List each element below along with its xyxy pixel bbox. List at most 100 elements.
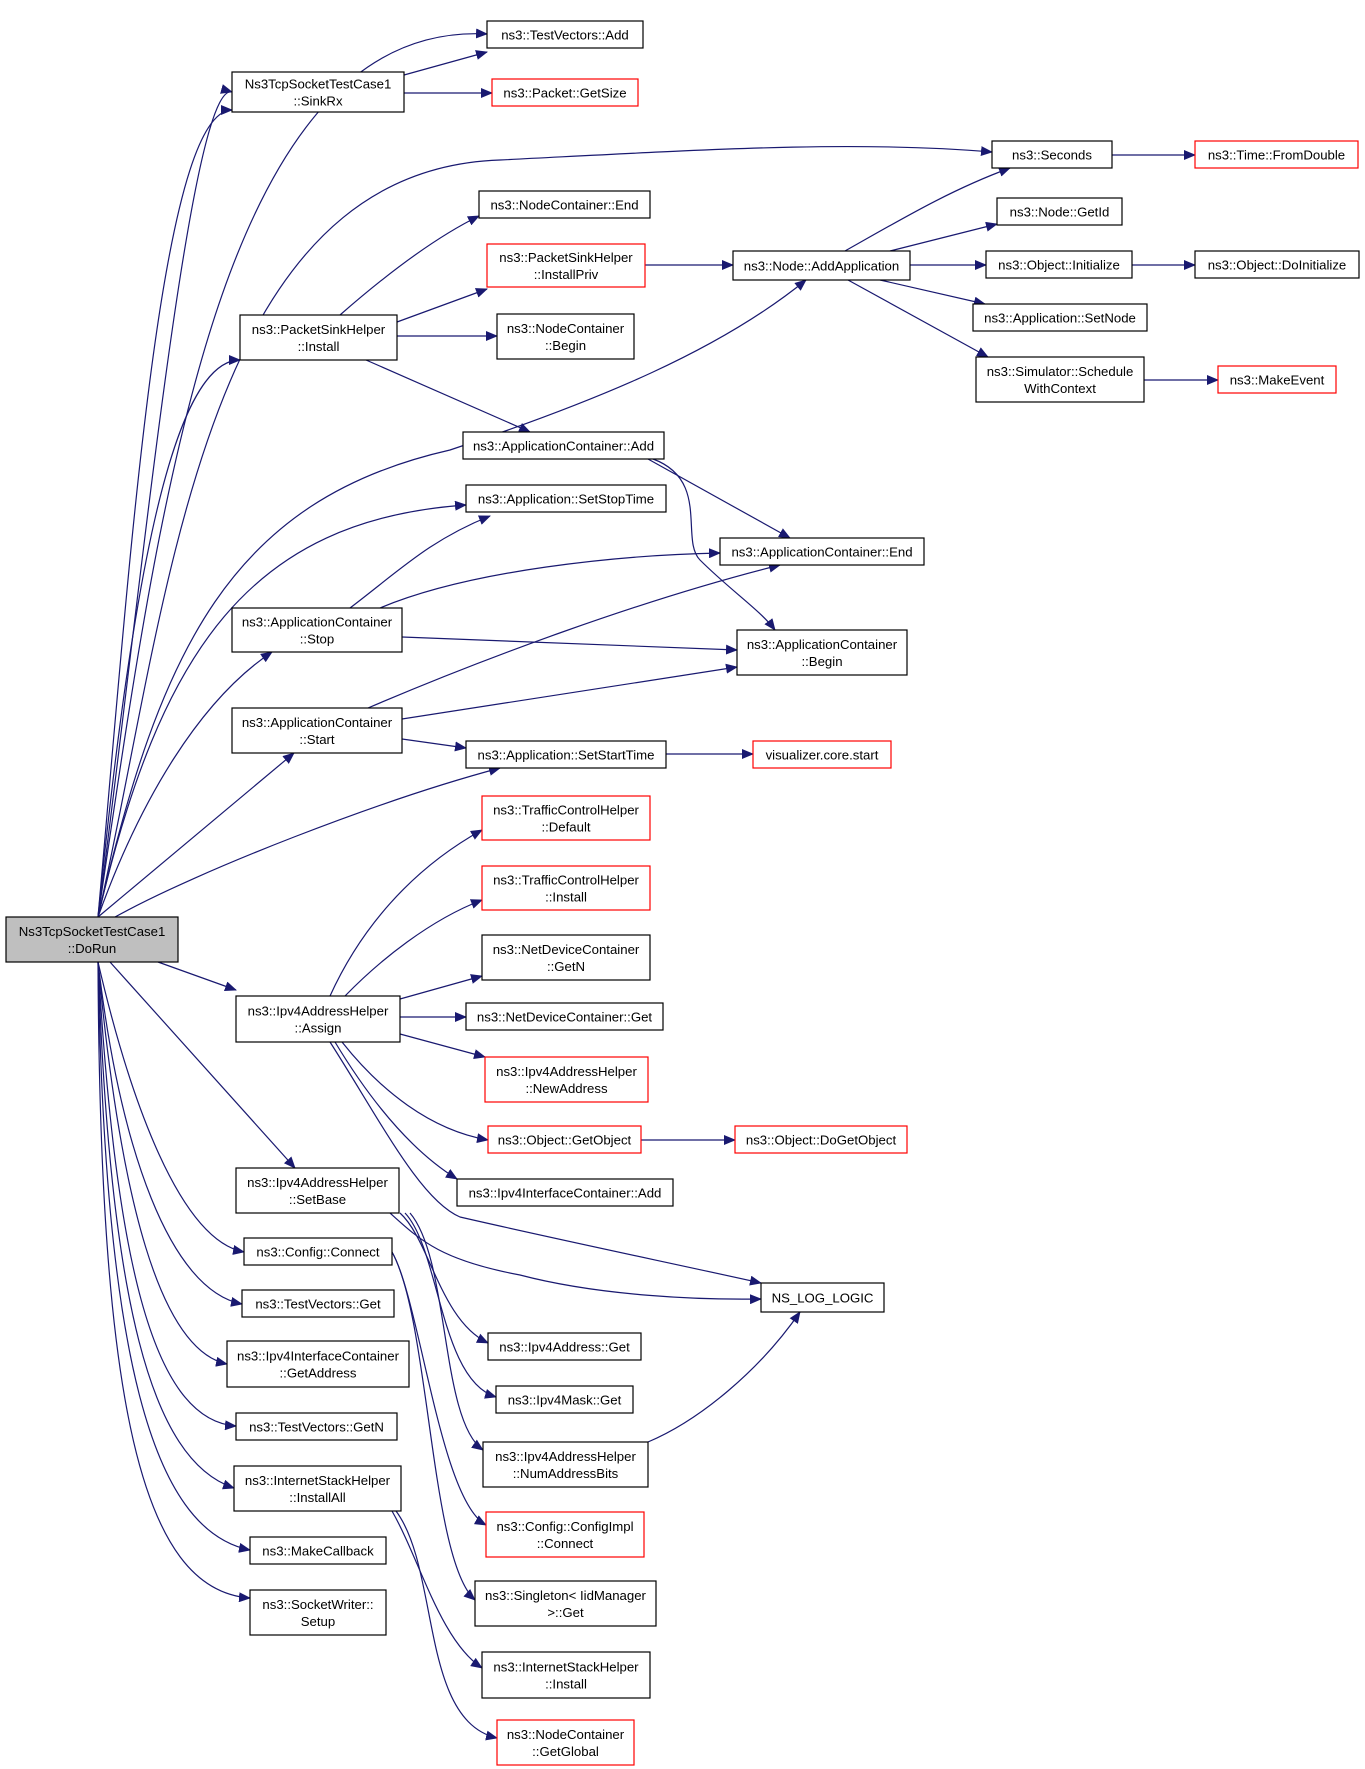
node-config-connect[interactable]: ns3::Config::Connect: [243, 1237, 393, 1266]
node-label: ::Stop: [300, 632, 334, 647]
node-packetsinkhelper-install[interactable]: ns3::PacketSinkHelper::Install: [239, 314, 398, 361]
node-label: ns3::ApplicationContainer: [242, 715, 393, 730]
node-applicationcontainer-start[interactable]: ns3::ApplicationContainer::Start: [231, 707, 403, 754]
node-applicationcontainer-add[interactable]: ns3::ApplicationContainer::Add: [462, 431, 665, 460]
node-netdevicecontainer-getn[interactable]: ns3::NetDeviceContainer::GetN: [481, 934, 651, 981]
edge-from-applicationcontainer-start: [401, 738, 467, 752]
node-box: [249, 1589, 387, 1636]
edge-from-dorun: [97, 961, 251, 1603]
node-object-initialize[interactable]: ns3::Object::Initialize: [985, 250, 1133, 279]
node-label: ns3::Ipv4AddressHelper: [495, 1449, 636, 1464]
node-applicationcontainer-begin[interactable]: ns3::ApplicationContainer::Begin: [736, 629, 908, 676]
node-makeevent[interactable]: ns3::MakeEvent: [1217, 365, 1337, 394]
node-object-getobject[interactable]: ns3::Object::GetObject: [487, 1125, 642, 1154]
node-testvectors-get[interactable]: ns3::TestVectors::Get: [241, 1289, 395, 1318]
node-application-setnode[interactable]: ns3::Application::SetNode: [972, 303, 1148, 332]
edge-from-internetstackhelper-installall: [391, 1510, 483, 1669]
node-label: NS_LOG_LOGIC: [772, 1291, 874, 1306]
node-label: ns3::InternetStackHelper: [493, 1660, 639, 1675]
node-applicationcontainer-end[interactable]: ns3::ApplicationContainer::End: [719, 537, 925, 566]
edge-from-ipv4addresshelper-assign: [399, 1033, 486, 1059]
node-label: ns3::Ipv4AddressHelper: [496, 1064, 637, 1079]
node-ns-log-logic[interactable]: NS_LOG_LOGIC: [760, 1282, 885, 1313]
node-trafficcontrolhelper-default[interactable]: ns3::TrafficControlHelper::Default: [481, 795, 651, 841]
node-label: ns3::TestVectors::Get: [255, 1297, 381, 1312]
edge-from-ipv4addresshelper-setbase: [404, 1212, 497, 1399]
node-box: [243, 1237, 393, 1266]
node-internetstackhelper-install[interactable]: ns3::InternetStackHelper::Install: [481, 1651, 651, 1699]
node-object-doinitialize[interactable]: ns3::Object::DoInitialize: [1194, 250, 1360, 279]
node-ipv4address-get[interactable]: ns3::Ipv4Address::Get: [487, 1332, 642, 1361]
node-testvectors-add[interactable]: ns3::TestVectors::Add: [486, 20, 644, 49]
node-ipv4mask-get[interactable]: ns3::Ipv4Mask::Get: [495, 1385, 634, 1414]
edge-from-ipv4addresshelper-assign: [399, 974, 483, 1000]
node-sinkrx[interactable]: Ns3TcpSocketTestCase1::SinkRx: [231, 71, 405, 113]
node-ipv4interfacecontainer-add[interactable]: ns3::Ipv4InterfaceContainer::Add: [456, 1178, 674, 1207]
node-label: ::Begin: [545, 338, 586, 353]
node-box: [487, 1332, 642, 1361]
node-label: ns3::Ipv4Address::Get: [499, 1340, 630, 1355]
node-box: [734, 1125, 908, 1154]
node-ipv4addresshelper-newaddress[interactable]: ns3::Ipv4AddressHelper::NewAddress: [484, 1056, 649, 1103]
node-singleton-iidmanager-get[interactable]: ns3::Singleton< IidManager>::Get: [474, 1580, 657, 1627]
node-ipv4interfacecontainer-getaddress[interactable]: ns3::Ipv4InterfaceContainer::GetAddress: [226, 1340, 410, 1388]
node-node-getid[interactable]: ns3::Node::GetId: [996, 197, 1123, 226]
node-netdevicecontainer-get[interactable]: ns3::NetDeviceContainer::Get: [465, 1002, 664, 1031]
node-ipv4addresshelper-assign[interactable]: ns3::Ipv4AddressHelper::Assign: [235, 995, 401, 1043]
node-dorun[interactable]: Ns3TcpSocketTestCase1::DoRun: [5, 916, 179, 963]
node-label: ns3::TestVectors::GetN: [249, 1420, 384, 1435]
edge-from-applicationcontainer-stop: [401, 636, 738, 655]
node-packet-getsize[interactable]: ns3::Packet::GetSize: [491, 78, 639, 107]
edge-from-dorun: [97, 961, 228, 1367]
edge-from-dorun: [97, 752, 295, 918]
node-applicationcontainer-stop[interactable]: ns3::ApplicationContainer::Stop: [231, 607, 403, 653]
node-trafficcontrolhelper-install[interactable]: ns3::TrafficControlHelper::Install: [481, 865, 651, 911]
node-label: ns3::Object::DoGetObject: [746, 1133, 897, 1148]
node-label: ns3::TestVectors::Add: [501, 28, 629, 43]
node-label: visualizer.core.start: [766, 748, 879, 763]
node-box: [235, 1167, 400, 1214]
edge-from-dorun: [114, 766, 501, 918]
node-configimpl-connect[interactable]: ns3::Config::ConfigImpl::Connect: [485, 1511, 645, 1558]
node-box: [481, 1651, 651, 1699]
node-nodecontainer-end[interactable]: ns3::NodeContainer::End: [478, 190, 651, 219]
node-visualizer-core-start[interactable]: visualizer.core.start: [752, 740, 892, 769]
node-label: WithContext: [1024, 381, 1096, 396]
node-box: [985, 250, 1133, 279]
node-ipv4addresshelper-setbase[interactable]: ns3::Ipv4AddressHelper::SetBase: [235, 1167, 400, 1214]
node-application-setstoptime[interactable]: ns3::Application::SetStopTime: [465, 484, 667, 513]
node-label: ns3::NetDeviceContainer::Get: [477, 1010, 653, 1025]
node-label: ::Install: [298, 339, 340, 354]
node-seconds[interactable]: ns3::Seconds: [991, 140, 1113, 169]
edge-from-dorun: [97, 84, 233, 918]
edge-from-dorun: [97, 961, 245, 1255]
node-box: [491, 78, 639, 107]
node-ipv4addresshelper-numaddressbits[interactable]: ns3::Ipv4AddressHelper::NumAddressBits: [482, 1441, 649, 1488]
node-packetsinkhelper-installpriv[interactable]: ns3::PacketSinkHelper::InstallPriv: [486, 243, 646, 288]
node-makecallback[interactable]: ns3::MakeCallback: [249, 1536, 387, 1565]
node-label: ns3::Seconds: [1012, 148, 1092, 163]
node-box: [975, 356, 1145, 403]
node-label: ns3::NetDeviceContainer: [493, 942, 640, 957]
node-testvectors-getn[interactable]: ns3::TestVectors::GetN: [235, 1412, 398, 1441]
node-label: ns3::MakeCallback: [262, 1544, 374, 1559]
node-socketwriter-setup[interactable]: ns3::SocketWriter::Setup: [249, 1589, 387, 1636]
node-label: ns3::Ipv4AddressHelper: [247, 1175, 388, 1190]
edge-from-ipv4addresshelper-assign: [344, 899, 483, 997]
node-label: ::Connect: [537, 1536, 594, 1551]
node-label: ns3::Ipv4InterfaceContainer: [237, 1349, 400, 1364]
node-box: [996, 197, 1123, 226]
node-time-fromdouble[interactable]: ns3::Time::FromDouble: [1194, 140, 1359, 169]
node-object-dogetobject[interactable]: ns3::Object::DoGetObject: [734, 1125, 908, 1154]
node-box: [226, 1340, 410, 1388]
edge-from-node-addapplication: [889, 221, 998, 252]
node-nodecontainer-getglobal[interactable]: ns3::NodeContainer::GetGlobal: [496, 1719, 635, 1766]
node-node-addapplication[interactable]: ns3::Node::AddApplication: [732, 250, 911, 281]
node-internetstackhelper-installall[interactable]: ns3::InternetStackHelper::InstallAll: [233, 1465, 402, 1512]
node-label: ns3::Object::GetObject: [498, 1133, 632, 1148]
node-label: ns3::Application::SetStopTime: [478, 492, 654, 507]
node-nodecontainer-begin[interactable]: ns3::NodeContainer::Begin: [496, 313, 635, 360]
node-application-setstarttime[interactable]: ns3::Application::SetStartTime: [465, 740, 667, 769]
node-label: ns3::Simulator::Schedule: [987, 364, 1134, 379]
